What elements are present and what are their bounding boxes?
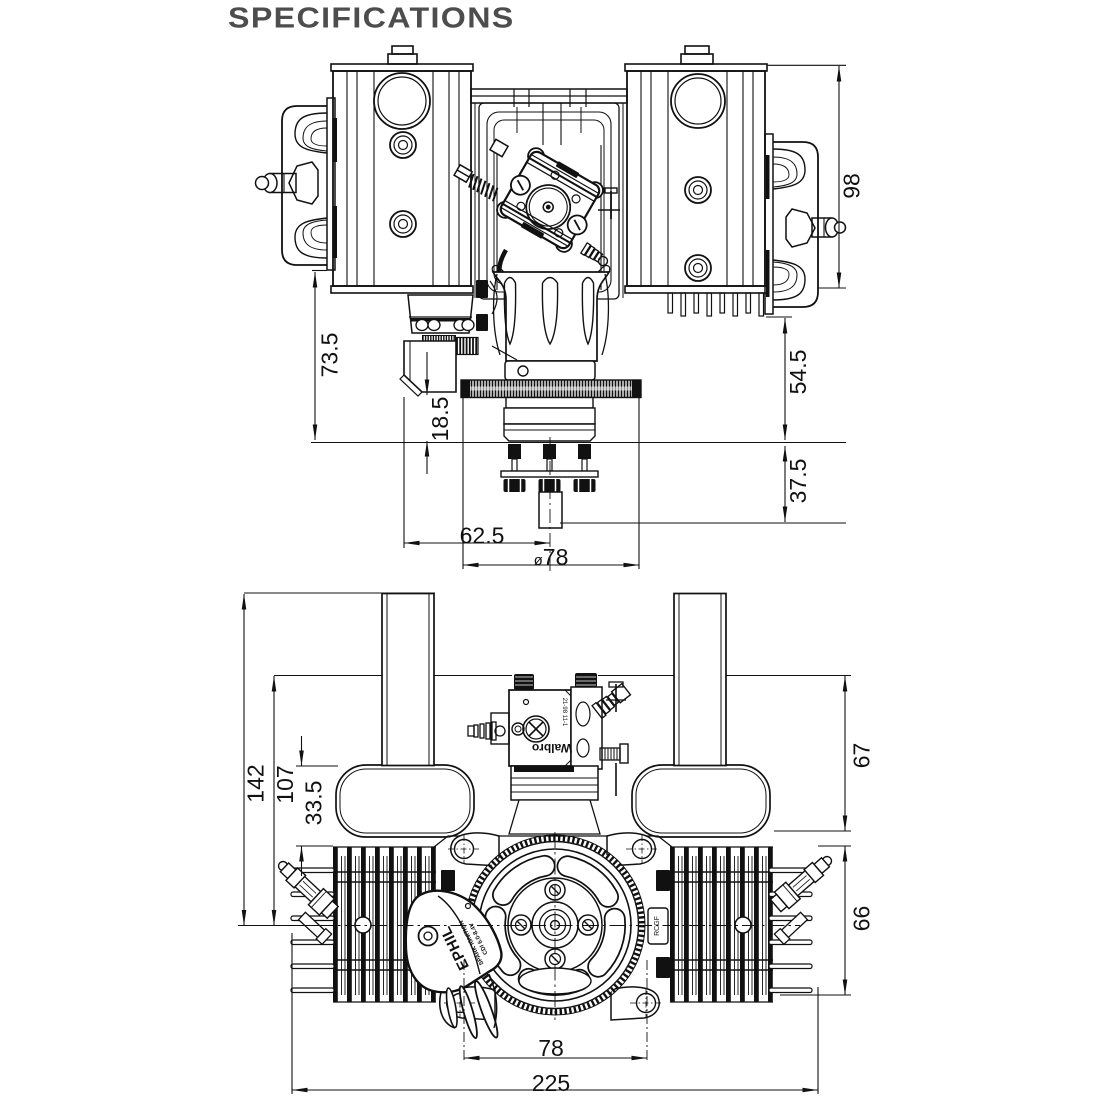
- svg-text:78: 78: [538, 1035, 564, 1061]
- svg-text:Walbro: Walbro: [532, 741, 572, 755]
- svg-text:107: 107: [272, 765, 298, 803]
- svg-text:37.5: 37.5: [785, 459, 811, 504]
- svg-text:33.5: 33.5: [301, 781, 327, 826]
- svg-text:54.5: 54.5: [785, 350, 811, 395]
- svg-text:SPECIFICATIONS: SPECIFICATIONS: [228, 2, 515, 34]
- svg-text:66: 66: [849, 906, 875, 932]
- svg-text:18.5: 18.5: [427, 397, 453, 442]
- svg-text:21-98 11-1: 21-98 11-1: [561, 698, 567, 727]
- svg-text:98: 98: [839, 173, 865, 199]
- svg-text:62.5: 62.5: [460, 523, 505, 549]
- svg-text:67: 67: [849, 743, 875, 769]
- svg-text:225: 225: [532, 1070, 570, 1096]
- svg-text:73.5: 73.5: [317, 333, 343, 378]
- svg-text:142: 142: [243, 764, 269, 802]
- svg-text:RCGF: RCGF: [654, 916, 661, 936]
